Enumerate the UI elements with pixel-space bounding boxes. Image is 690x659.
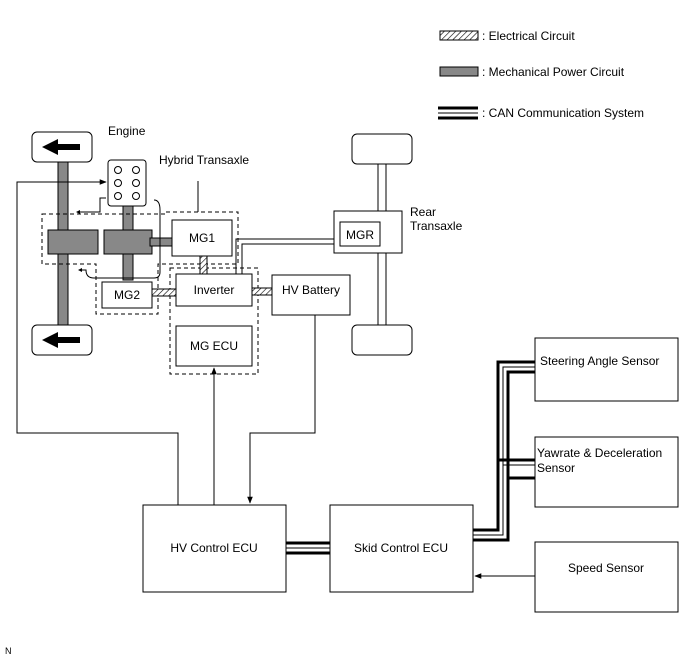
rear-right-wheel bbox=[351, 324, 413, 356]
inverter-mgr-link bbox=[235, 238, 334, 274]
mgr-label: MGR bbox=[346, 228, 374, 242]
reduction-gear bbox=[103, 229, 153, 255]
inverter-mg2-link bbox=[151, 288, 177, 297]
engine-block bbox=[107, 159, 147, 207]
steering-angle-sensor-box bbox=[534, 337, 679, 402]
hybrid-transaxle-label: Hybrid Transaxle bbox=[159, 153, 249, 167]
battery-to-hv-ecu-line bbox=[247, 315, 316, 504]
inverter-label: Inverter bbox=[194, 283, 235, 297]
can-bus-skid-sensors bbox=[473, 360, 535, 542]
mg2-label: MG2 bbox=[114, 288, 140, 302]
front-left-arrow-icon bbox=[42, 139, 80, 155]
rear-transaxle-label-line1: Rear bbox=[410, 205, 436, 219]
legend: : Electrical Circuit : Mechanical Power … bbox=[438, 29, 644, 120]
front-right-arrow-icon bbox=[42, 332, 80, 348]
hv-battery-label: HV Battery bbox=[282, 283, 340, 297]
inverter-mg1-link bbox=[199, 255, 208, 275]
mg-ecu-label: MG ECU bbox=[190, 339, 238, 353]
engine-control-line bbox=[16, 179, 179, 505]
speed-sensor-label: Speed Sensor bbox=[568, 561, 644, 575]
front-drive: Engine bbox=[31, 124, 173, 356]
hv-control-ecu-label: HV Control ECU bbox=[170, 541, 257, 555]
yawrate-sensor-label-line2: Sensor bbox=[537, 461, 575, 475]
skid-control-ecu-box bbox=[329, 504, 474, 593]
mg1-label: MG1 bbox=[189, 231, 215, 245]
speed-sensor-box bbox=[534, 541, 679, 613]
mgr-box bbox=[339, 221, 381, 247]
rear-drive: MGR Rear Transaxle bbox=[333, 133, 463, 356]
yawrate-sensor-label-line1: Yawrate & Deceleration bbox=[537, 446, 662, 460]
power-flow-to-front-right bbox=[78, 199, 161, 279]
power-split-gear bbox=[47, 229, 99, 255]
rear-transaxle-label-line2: Transaxle bbox=[410, 219, 463, 233]
legend-electrical-label: : Electrical Circuit bbox=[482, 29, 575, 43]
engine-label: Engine bbox=[108, 124, 146, 138]
legend-mechanical-label: : Mechanical Power Circuit bbox=[482, 65, 625, 79]
yawrate-sensor-box bbox=[534, 436, 679, 508]
inverter-battery-link bbox=[251, 287, 273, 296]
footer-code: N bbox=[5, 646, 12, 656]
legend-can-swatch bbox=[438, 106, 478, 120]
hybrid-transaxle-boundary bbox=[41, 211, 239, 315]
hv-battery-box bbox=[271, 274, 351, 316]
hv-control-ecu-box bbox=[142, 504, 287, 593]
skid-control-ecu-label: Skid Control ECU bbox=[354, 541, 448, 555]
legend-mechanical-swatch bbox=[439, 66, 479, 77]
legend-electrical-swatch bbox=[439, 30, 479, 41]
can-bus-hv-skid bbox=[286, 541, 330, 555]
legend-can-label: : CAN Communication System bbox=[482, 106, 644, 120]
mg-ecu-box bbox=[175, 325, 253, 367]
power-flow-to-front-left bbox=[76, 197, 106, 214]
steering-angle-sensor-label: Steering Angle Sensor bbox=[540, 354, 659, 368]
rear-left-wheel bbox=[351, 133, 413, 165]
